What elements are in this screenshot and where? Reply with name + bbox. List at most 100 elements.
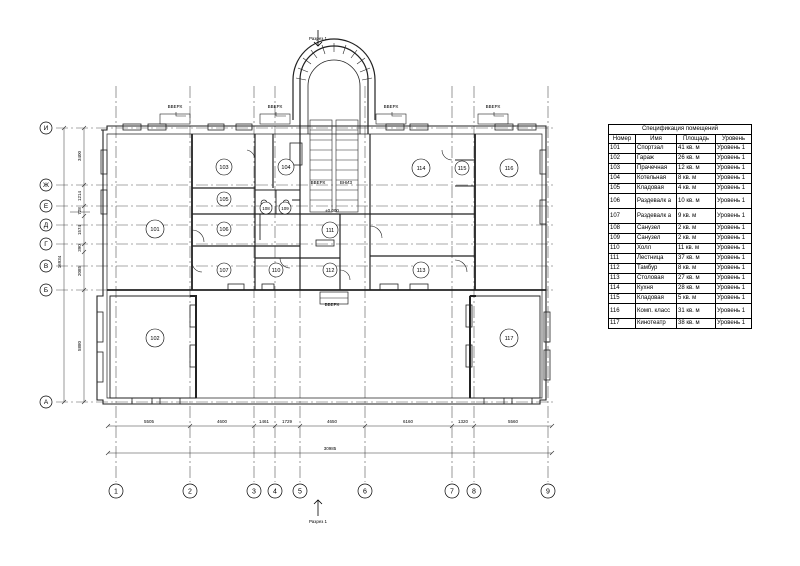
table-cell-name: Столовая bbox=[635, 273, 677, 284]
table-cell-name: Кладовая bbox=[635, 183, 677, 194]
room-tag bbox=[216, 191, 232, 207]
table-cell-num: 113 bbox=[608, 273, 636, 284]
axis-bubble bbox=[39, 178, 53, 192]
axis-letter: Ж bbox=[43, 182, 49, 189]
table-cell-name: Холл bbox=[635, 243, 677, 254]
room-tag bbox=[268, 262, 284, 278]
axis-bubble bbox=[39, 121, 53, 135]
room-number: 106 bbox=[219, 227, 228, 233]
column-header: Номер bbox=[608, 134, 636, 144]
table-cell-area: 8 кв. м bbox=[676, 173, 716, 184]
table-cell-level: Уровень 1 bbox=[715, 163, 752, 174]
table-cell-name: Санузел bbox=[635, 223, 677, 234]
table-cell-name: Котельная bbox=[635, 173, 677, 184]
dimension-label: 3400 bbox=[77, 150, 82, 161]
table-cell-area: 38 кв. м bbox=[676, 318, 716, 329]
table-cell-level: Уровень 1 bbox=[715, 153, 752, 164]
table-cell-level: Уровень 1 bbox=[715, 293, 752, 304]
table-cell-level: Уровень 1 bbox=[715, 223, 752, 234]
room-tag bbox=[277, 158, 295, 176]
table-cell-area: 37 кв. м bbox=[676, 253, 716, 264]
axis-bubble bbox=[39, 395, 53, 409]
room-tag bbox=[454, 160, 470, 176]
room-tag bbox=[216, 262, 232, 278]
table-cell-num: 116 bbox=[608, 303, 636, 319]
table-cell-area: 27 кв. м bbox=[676, 273, 716, 284]
table-cell-area: 41 кв. м bbox=[676, 143, 716, 154]
table-cell-area: 5 кв. м bbox=[676, 293, 716, 304]
table-cell-name: Санузел bbox=[635, 233, 677, 244]
axis-letter: И bbox=[44, 125, 49, 132]
room-number: 108 bbox=[262, 206, 270, 211]
dimension-label: 5560 bbox=[508, 419, 519, 424]
table-cell-level: Уровень 1 bbox=[715, 208, 752, 224]
table-cell-name: Тамбур bbox=[635, 263, 677, 274]
room-number: 105 bbox=[219, 197, 228, 203]
room-tag bbox=[499, 328, 519, 348]
room-number: 116 bbox=[505, 166, 514, 172]
table-cell-name: Кладовая bbox=[635, 293, 677, 304]
axis-letter: Д bbox=[44, 222, 49, 229]
dimension-total: 30985 bbox=[324, 446, 337, 451]
table-cell-name: Кухня bbox=[635, 283, 677, 294]
stair-up-label: ВВЕРХ bbox=[384, 104, 399, 109]
dimension-label: 4600 bbox=[217, 419, 228, 424]
room-tag bbox=[145, 219, 165, 239]
table-cell-num: 111 bbox=[608, 253, 636, 264]
axis-bubble bbox=[246, 483, 262, 499]
room-tag bbox=[215, 158, 233, 176]
dimension-label: 5880 bbox=[77, 340, 82, 351]
room-number: 109 bbox=[281, 206, 289, 211]
table-cell-name: Прачечная bbox=[635, 163, 677, 174]
section-label-bottom: Разрез 1 bbox=[309, 519, 328, 524]
table-cell-area: 11 кв. м bbox=[676, 243, 716, 254]
room-tag bbox=[322, 262, 338, 278]
table-cell-num: 117 bbox=[608, 318, 636, 329]
room-number: 114 bbox=[417, 166, 426, 172]
room-number: 110 bbox=[272, 268, 281, 274]
dimension-label: 2085 bbox=[77, 265, 82, 276]
stair-up-label: ВВЕРХ bbox=[168, 104, 183, 109]
axis-bubble bbox=[39, 237, 53, 251]
table-cell-num: 108 bbox=[608, 223, 636, 234]
axis-letter: Е bbox=[44, 203, 49, 210]
table-cell-level: Уровень 1 bbox=[715, 253, 752, 264]
axis-letter: А bbox=[44, 399, 49, 406]
table-cell-level: Уровень 1 bbox=[715, 303, 752, 319]
axis-number: 7 bbox=[450, 489, 454, 496]
dimension-label: 1320 bbox=[458, 419, 469, 424]
axis-letter: Б bbox=[44, 287, 48, 294]
room-tag bbox=[216, 221, 232, 237]
dimension-label: 4650 bbox=[327, 419, 338, 424]
table-cell-area: 12 кв. м bbox=[676, 163, 716, 174]
table-cell-num: 101 bbox=[608, 143, 636, 154]
room-number: 115 bbox=[458, 166, 467, 172]
dimension-label: 1729 bbox=[282, 419, 293, 424]
table-cell-name: Раздевалк а bbox=[635, 193, 677, 209]
table-cell-num: 114 bbox=[608, 283, 636, 294]
room-number: 113 bbox=[417, 268, 426, 274]
axis-number: 8 bbox=[472, 489, 476, 496]
section-label-top: Разрез 1 bbox=[309, 36, 328, 41]
axis-number: 9 bbox=[546, 489, 550, 496]
dimension-label: 1461 bbox=[259, 419, 270, 424]
axis-number: 1 bbox=[114, 489, 118, 496]
axis-bubble bbox=[357, 483, 373, 499]
table-cell-level: Уровень 1 bbox=[715, 283, 752, 294]
table-cell-num: 102 bbox=[608, 153, 636, 164]
table-cell-area: 2 кв. м bbox=[676, 233, 716, 244]
axis-number: 6 bbox=[363, 489, 367, 496]
room-tag bbox=[411, 158, 431, 178]
table-cell-name: Лестница bbox=[635, 253, 677, 264]
